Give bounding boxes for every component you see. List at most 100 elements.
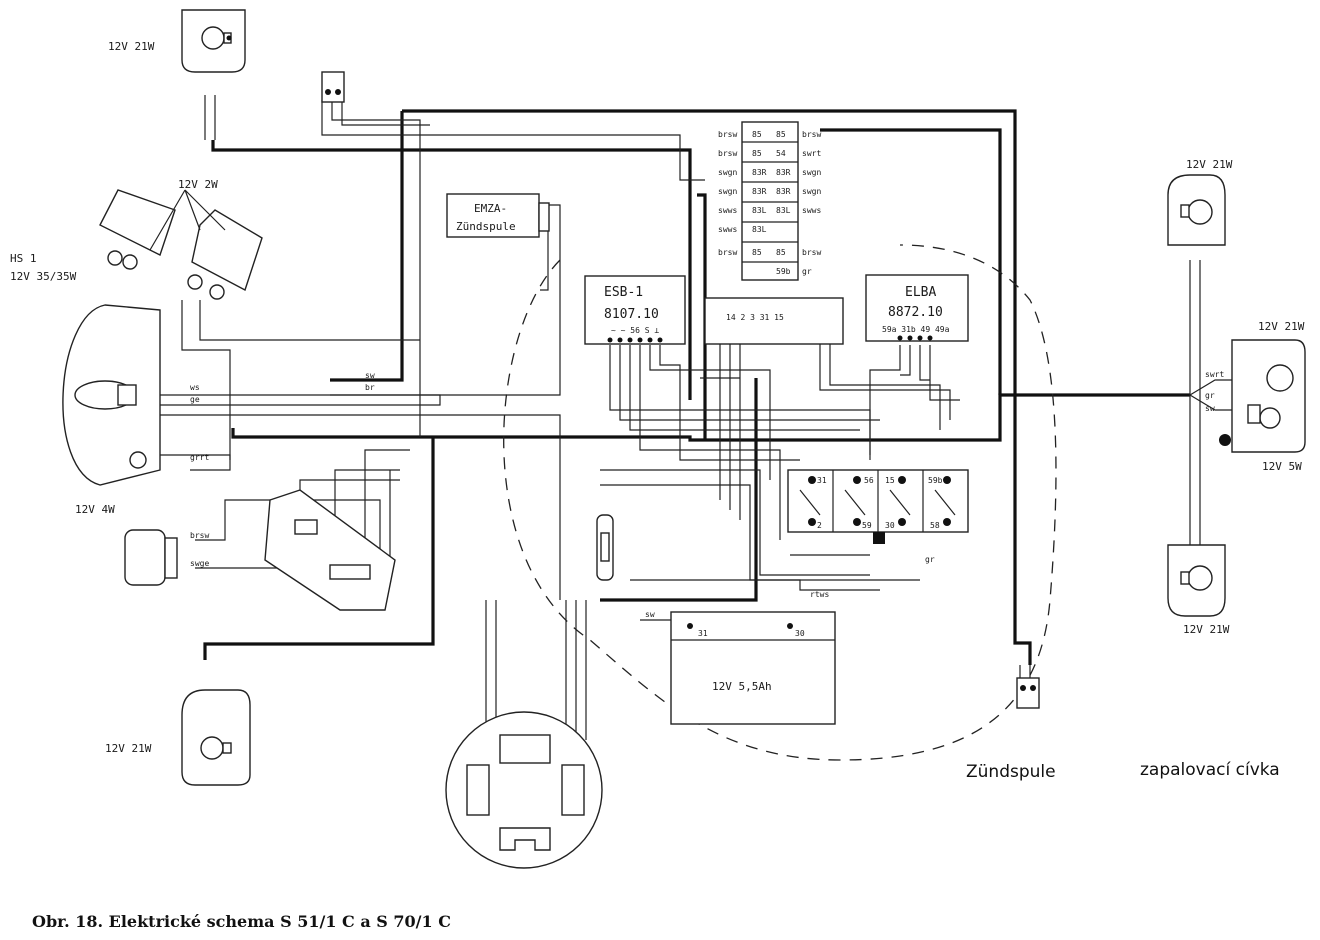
speedo-label: 12V 2W xyxy=(178,178,218,191)
translation-de: Zündspule xyxy=(966,762,1056,782)
headlamp xyxy=(62,304,161,486)
tb-r0-l: brsw xyxy=(718,130,737,139)
parking-label: 12V 4W xyxy=(75,503,115,516)
wire-label-swge: swge xyxy=(190,559,209,568)
lamp-right-top-label: 12V 21W xyxy=(1186,158,1233,171)
battery xyxy=(670,611,836,725)
tb-r1-r: swrt xyxy=(802,149,821,158)
esb-unit xyxy=(584,275,686,345)
tb-r6-r: brsw xyxy=(802,248,821,257)
tb-r2-i: 83R xyxy=(752,168,767,177)
emza-line1: EMZA- xyxy=(474,202,507,215)
speedo-lamps xyxy=(99,189,263,300)
tb-r2-r: swgn xyxy=(802,168,821,177)
tail-lamp-right xyxy=(1219,339,1306,453)
wire-label-br: br xyxy=(365,383,375,392)
tb-r6-l: brsw xyxy=(718,248,737,257)
horn xyxy=(124,529,178,586)
tb-r1-l: brsw xyxy=(718,149,737,158)
esb-line2: 8107.10 xyxy=(604,307,659,322)
lamp-right-small-label: 12V 5W xyxy=(1262,460,1302,473)
esb-line1: ESB-1 xyxy=(604,285,643,300)
battery-label: 12V 5,5Ah xyxy=(712,680,772,693)
rear-lamp-right-bottom xyxy=(1167,544,1226,617)
tb-r0-o: 85 xyxy=(776,130,786,139)
tb-r4-r: swws xyxy=(802,206,821,215)
lamp-bottom-left-label: 12V 21W xyxy=(105,742,152,755)
tb-r4-i: 83L xyxy=(752,206,767,215)
brake-switch-connector xyxy=(321,71,345,103)
battery-31: 31 xyxy=(698,629,708,638)
wire-labels: sw br ws ge grrt brsw swge rtws sw gr sw… xyxy=(190,370,1224,619)
rear-brake-connector xyxy=(1016,677,1040,709)
tb-r3-i: 83R xyxy=(752,187,767,196)
tb-r6-i: 85 xyxy=(752,248,762,257)
rear-lamp-bottom-left xyxy=(181,689,251,786)
tb-r2-o: 83R xyxy=(776,168,791,177)
sw-t59b: 59b xyxy=(928,476,943,485)
tb-r4-l: swws xyxy=(718,206,737,215)
figure-caption: Obr. 18. Elektrické schema S 51/1 C a S … xyxy=(32,912,451,931)
headlamp-label: 12V 35/35W xyxy=(10,270,77,283)
sw-t2: 2 xyxy=(817,521,822,530)
tb-r2-l: swgn xyxy=(718,168,737,177)
handlebar-switch xyxy=(264,489,396,611)
wire-label-gr-2: gr xyxy=(1205,391,1215,400)
terminal-block-labels: brsw 85 85 brsw brsw 85 54 swrt swgn 83R… xyxy=(718,130,821,276)
tb-r4-o: 83L xyxy=(776,206,791,215)
sw-t30: 30 xyxy=(885,521,895,530)
hs-label: HS 1 xyxy=(10,252,37,265)
sw-t15: 15 xyxy=(885,476,895,485)
wire-label-grrt: grrt xyxy=(190,453,209,462)
relay-terminals: 14 2 3 31 15 xyxy=(726,313,784,322)
tb-r6-o: 85 xyxy=(776,248,786,257)
tb-r3-r: swgn xyxy=(802,187,821,196)
wire-label-brsw: brsw xyxy=(190,531,209,540)
wire-label-rtws: rtws xyxy=(810,590,829,599)
fuse xyxy=(596,514,614,581)
wire-label-sw: sw xyxy=(365,371,375,380)
sw-t56: 56 xyxy=(864,476,874,485)
tb-r5-i: 83L xyxy=(752,225,767,234)
wire-label-ws: ws xyxy=(190,383,200,392)
ignition-boundary xyxy=(503,244,1057,761)
elba-line1: ELBA xyxy=(905,285,936,300)
relay-box xyxy=(704,297,844,345)
tb-r3-o: 83R xyxy=(776,187,791,196)
emza-coil xyxy=(446,193,550,238)
lamp-right-mid-label: 12V 21W xyxy=(1258,320,1305,333)
translation-cz: zapalovací cívka xyxy=(1140,760,1280,780)
wire-label-swrt: swrt xyxy=(1205,370,1224,379)
main-harness xyxy=(203,109,1190,665)
tb-r1-i: 85 xyxy=(752,149,762,158)
thin-wires xyxy=(129,95,1250,740)
tb-r3-l: swgn xyxy=(718,187,737,196)
tb-r5-l: swws xyxy=(718,225,737,234)
terminal-block xyxy=(741,121,799,281)
lamp-right-bottom-label: 12V 21W xyxy=(1183,623,1230,636)
rear-lamp-top-left xyxy=(181,9,246,73)
main-switch xyxy=(787,469,969,544)
sw-t58: 58 xyxy=(930,521,940,530)
tb-r0-i: 85 xyxy=(752,130,762,139)
tb-r1-o: 54 xyxy=(776,149,786,158)
wire-label-gr: gr xyxy=(925,555,935,564)
elba-line2: 8872.10 xyxy=(888,305,943,320)
battery-30: 30 xyxy=(795,629,805,638)
alternator xyxy=(445,711,603,869)
esb-terminals: ~ ~ 56 S ⊥ xyxy=(611,326,659,335)
rear-lamp-right-top xyxy=(1167,174,1226,246)
tb-r7-r: gr xyxy=(802,267,812,276)
elba-unit xyxy=(865,274,969,342)
wire-label-ge: ge xyxy=(190,395,200,404)
wire-label-sw-3: sw xyxy=(1205,404,1215,413)
sw-t59: 59 xyxy=(862,521,872,530)
wire-label-sw-2: sw xyxy=(645,610,655,619)
sw-t31: 31 xyxy=(817,476,827,485)
elba-terminals: 59a 31b 49 49a xyxy=(882,325,950,334)
emza-line2: Zündspule xyxy=(456,220,516,233)
lamp-top-left-label: 12V 21W xyxy=(108,40,155,53)
tb-r0-r: brsw xyxy=(802,130,821,139)
tb-r7-o: 59b xyxy=(776,267,791,276)
